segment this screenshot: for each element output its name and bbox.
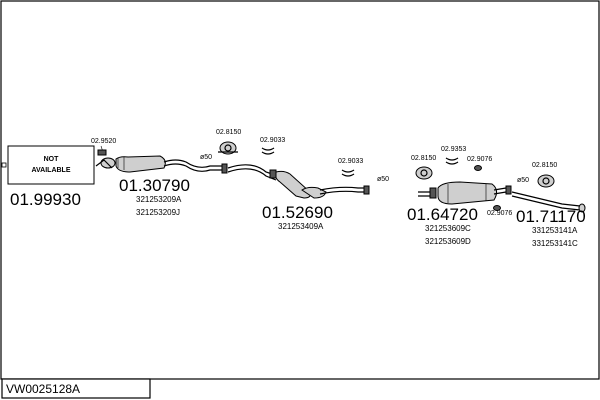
oem-3-1: 321253609D xyxy=(425,237,471,246)
accessory-code-7: 02.9076 xyxy=(487,210,512,217)
center-pipe-part xyxy=(227,164,370,199)
part-number-2: 01.52690 xyxy=(262,203,333,222)
accessory-code-4: 02.8150 xyxy=(411,155,436,162)
hanger-ring-4 xyxy=(415,166,433,180)
hanger-ring-1 xyxy=(218,141,238,155)
rear-silencer-part xyxy=(418,181,512,205)
diameter-0: ø50 xyxy=(200,154,212,161)
front-pipe-part xyxy=(95,155,228,174)
diameter-2: ø50 xyxy=(517,177,529,184)
oem-4-1: 331253141C xyxy=(532,239,578,248)
oem-3-0: 321253609C xyxy=(425,224,471,233)
oem-1-0: 321253209A xyxy=(136,195,182,204)
part-number-3: 01.64720 xyxy=(407,205,478,224)
accessory-code-6: 02.9076 xyxy=(467,156,492,163)
accessory-code-5: 02.9353 xyxy=(441,146,466,153)
part-number-0: 01.99930 xyxy=(10,190,81,209)
not-available-line-2: AVAILABLE xyxy=(31,167,70,174)
accessory-code-2: 02.9033 xyxy=(260,137,285,144)
reference-box: VW0025128A xyxy=(1,378,151,399)
accessory-code-3: 02.9033 xyxy=(338,158,363,165)
part-number-4: 01.71170 xyxy=(516,207,586,226)
tail-pipe-part xyxy=(511,191,586,213)
reference-label: VW0025128A xyxy=(6,382,80,396)
not-available-line-1: NOT xyxy=(44,156,60,163)
accessory-code-0: 02.9520 xyxy=(91,138,116,145)
diameter-1: ø50 xyxy=(377,176,389,183)
frame-border xyxy=(0,0,600,380)
not-available-box: NOT AVAILABLE xyxy=(1,145,95,185)
oem-4-0: 331253141A xyxy=(532,226,578,235)
oem-2-0: 321253409A xyxy=(278,222,324,231)
part-number-1: 01.30790 xyxy=(119,176,190,195)
hanger-ring-8 xyxy=(537,174,555,188)
oem-1-1: 321253209J xyxy=(136,208,180,217)
accessory-code-1: 02.8150 xyxy=(216,129,241,136)
accessory-code-8: 02.8150 xyxy=(532,162,557,169)
